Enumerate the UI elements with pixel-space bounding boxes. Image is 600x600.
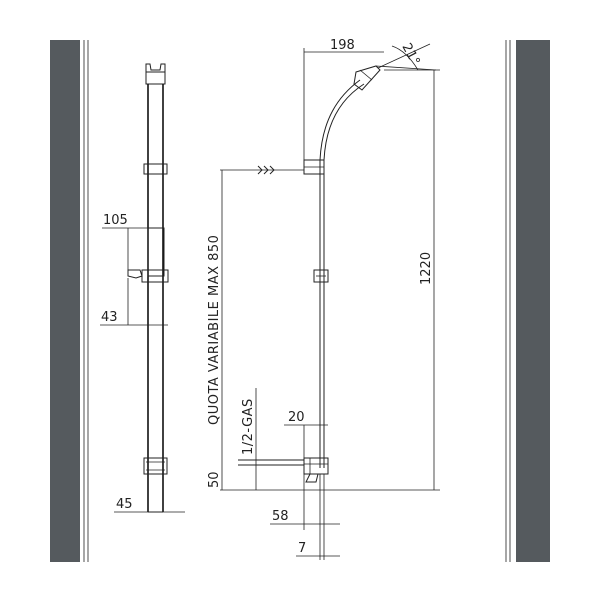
dim-50-label: 50 xyxy=(207,471,222,488)
dim-43-label: 43 xyxy=(101,310,118,325)
dim-7-label: 7 xyxy=(298,541,306,556)
dim-20-label: 20 xyxy=(288,410,305,425)
dimension-angle: 21° xyxy=(375,41,437,71)
dimension-45: 45 xyxy=(114,497,185,513)
dimension-gas: 1/2-GAS xyxy=(241,388,257,490)
dim-105-label: 105 xyxy=(103,213,128,228)
dimension-7: 7 xyxy=(296,474,340,560)
dimension-1220: 1220 xyxy=(220,69,440,491)
dimension-43: 43 xyxy=(100,278,168,326)
dim-angle-label: 21° xyxy=(398,41,422,68)
dimension-quota: QUOTA VARIABILE MAX 850 xyxy=(207,170,223,462)
dimension-58: 58 xyxy=(270,474,340,560)
front-view-rail xyxy=(220,65,381,483)
dim-45-label: 45 xyxy=(116,497,133,512)
dim-58-label: 58 xyxy=(272,509,289,524)
dimension-20: 20 xyxy=(284,410,328,458)
dimension-105: 105 xyxy=(102,213,158,270)
right-frame xyxy=(505,40,550,562)
quota-label: QUOTA VARIABILE MAX 850 xyxy=(207,235,222,425)
gas-label: 1/2-GAS xyxy=(241,398,256,455)
dim-198-label: 198 xyxy=(330,38,355,53)
side-view-rail xyxy=(127,63,169,513)
left-frame xyxy=(50,40,89,562)
dimension-198: 198 xyxy=(303,38,384,160)
dim-1220-label: 1220 xyxy=(419,252,434,285)
dimension-50: 50 xyxy=(207,462,223,490)
